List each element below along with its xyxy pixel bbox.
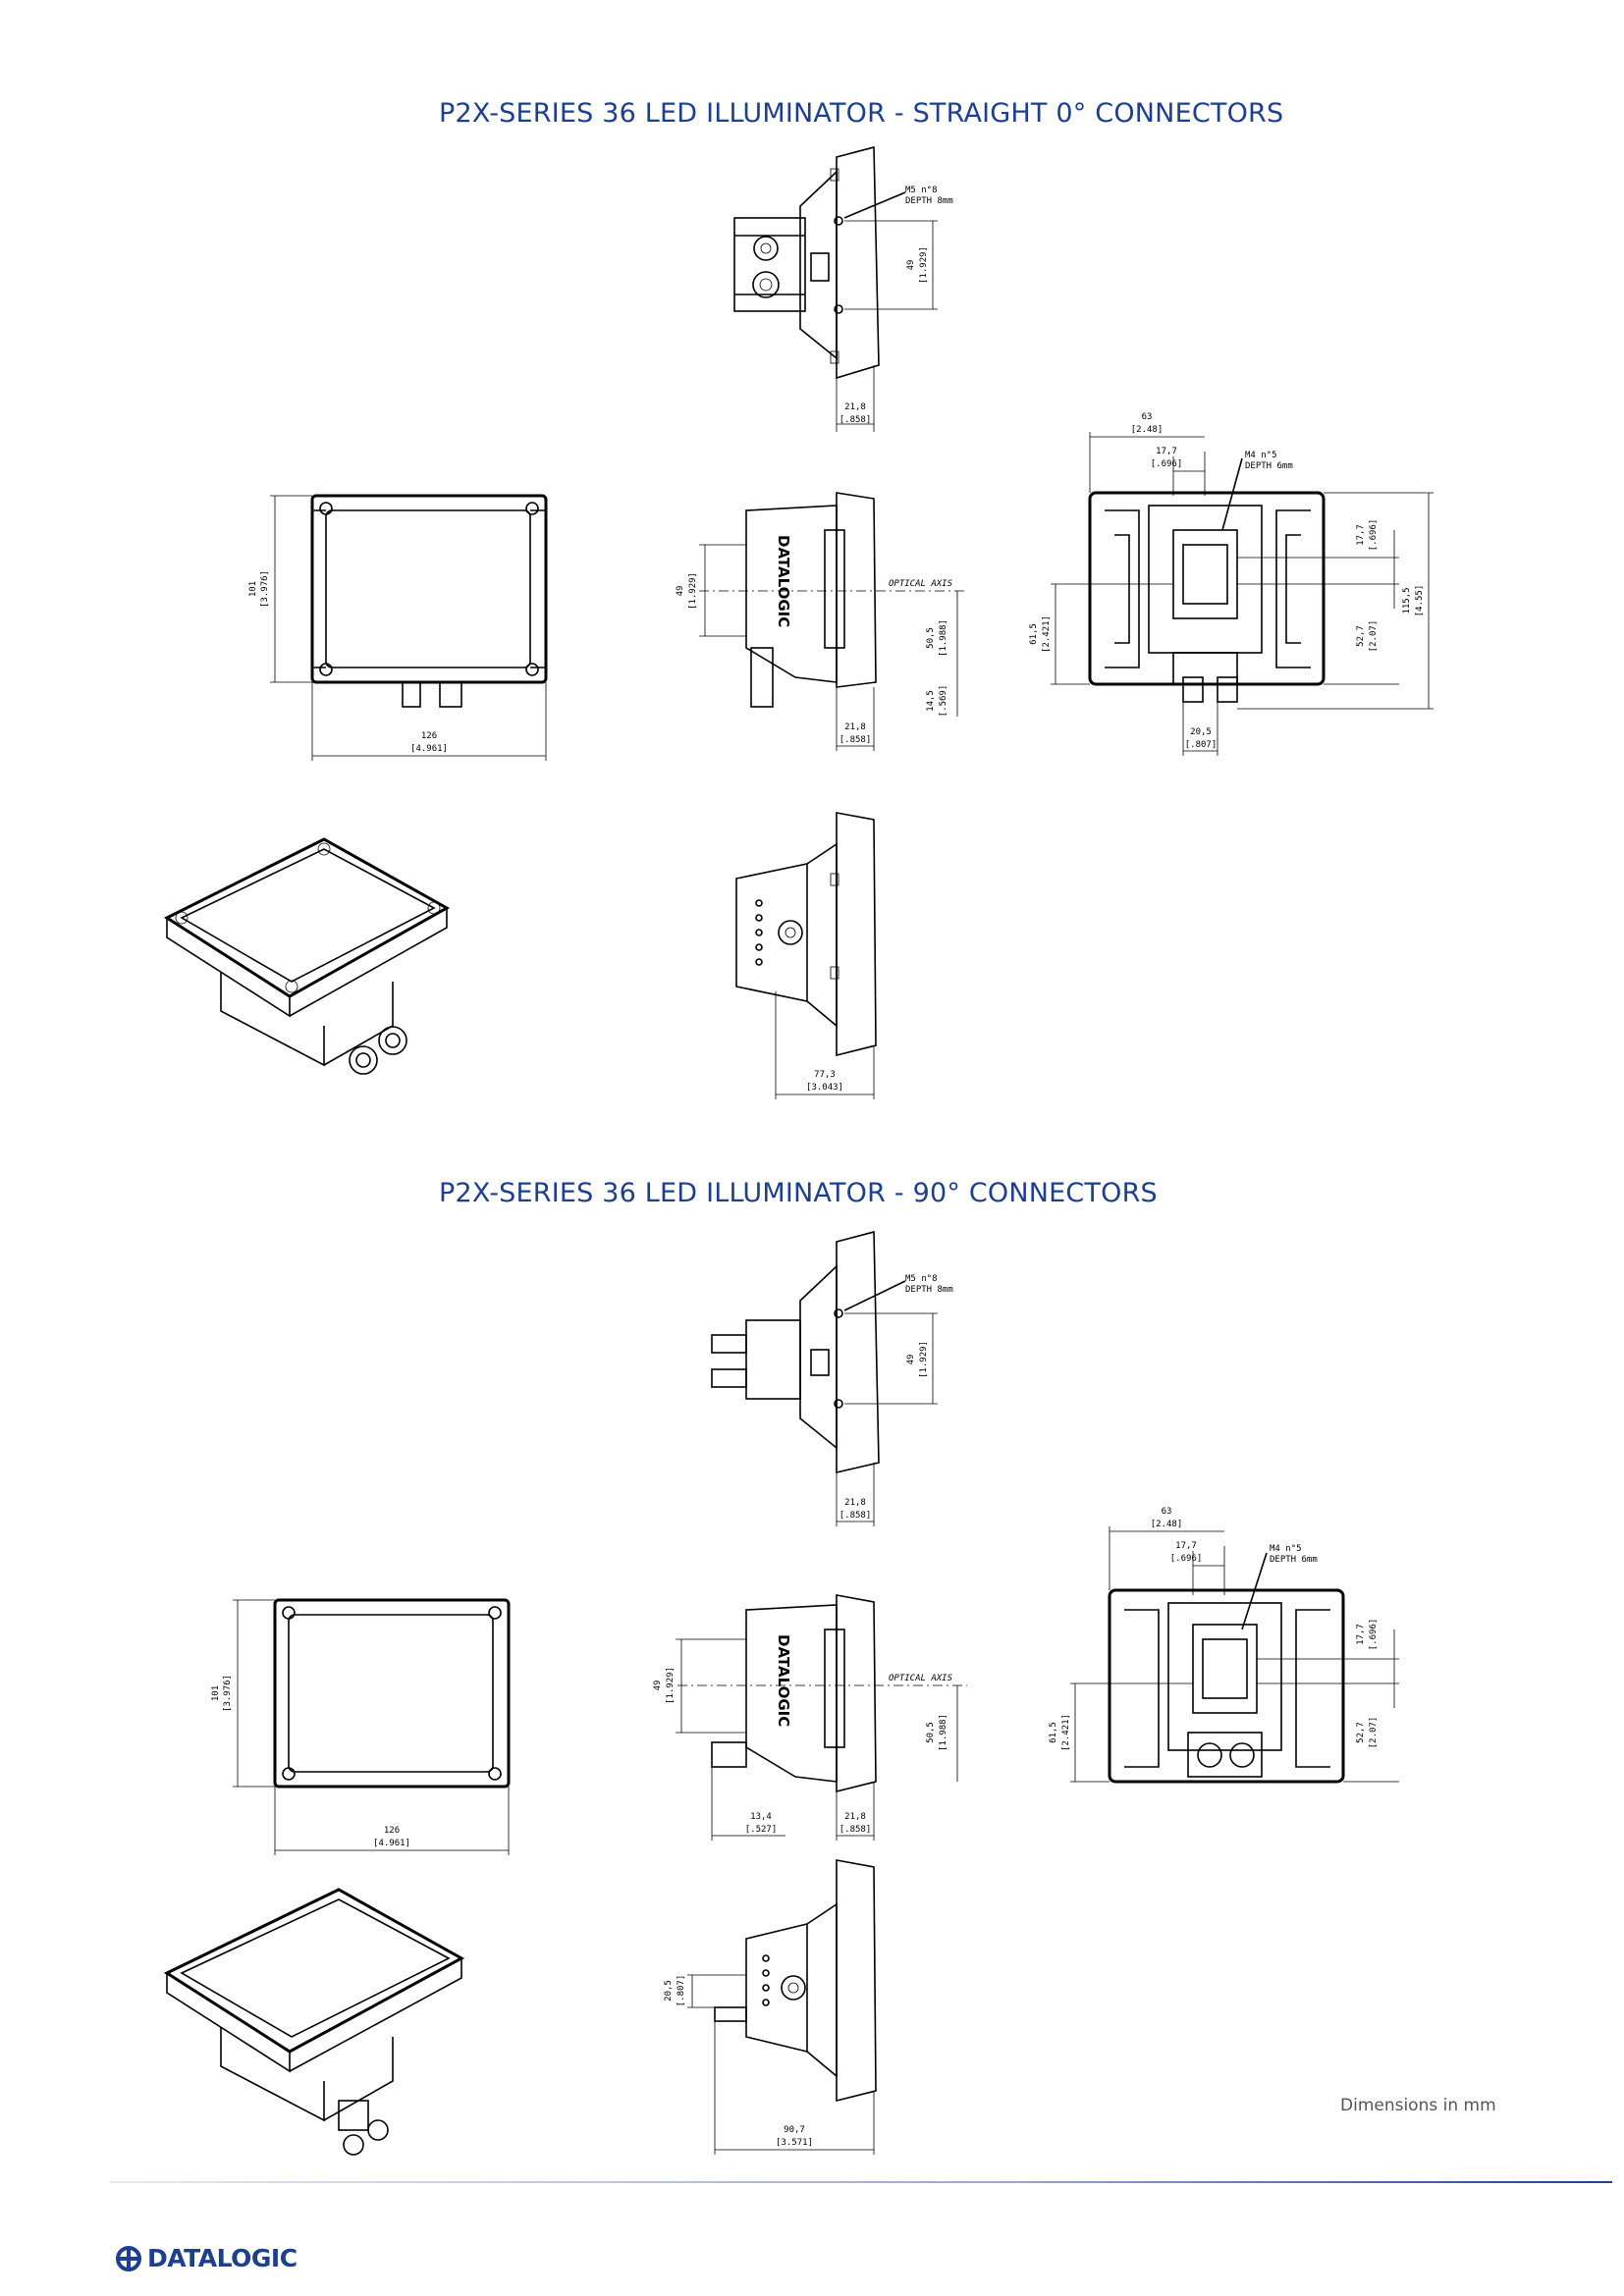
note-m5: M5 n°8 xyxy=(905,186,938,195)
dim-side-w-90: 21,8 xyxy=(844,1812,866,1822)
dim-front-h-in: [3.976] xyxy=(260,570,270,608)
view-top: M5 n°8 DEPTH 8mm 49 [1.929] 21,8 [.858] xyxy=(733,145,953,432)
dim-top-w-in: [.858] xyxy=(839,415,872,425)
view-isometric-90 xyxy=(163,1888,465,2156)
dim-side-h-in: [1.929] xyxy=(688,572,698,610)
side-brand-90: DATALOGIC xyxy=(775,1634,792,1727)
dim-back-w: 63 xyxy=(1142,412,1153,422)
dim-top-h-in-90: [1.929] xyxy=(919,1341,929,1378)
section-title-90: P2X-SERIES 36 LED ILLUMINATOR - 90° CONN… xyxy=(439,1178,1158,1208)
dim-back-bw: 20,5 xyxy=(1190,727,1212,737)
dim-back-w2: 17,7 xyxy=(1156,447,1177,456)
dim-side-h: 49 xyxy=(676,586,685,597)
dim-bottom-w-in: [3.043] xyxy=(806,1083,843,1093)
dim-top-w-in-90: [.858] xyxy=(839,1511,872,1521)
dim-back-w2-90: 17,7 xyxy=(1175,1541,1197,1551)
note-m5-90: M5 n°8 xyxy=(905,1274,938,1284)
dim-side-h2-90: 50,5 xyxy=(926,1722,936,1743)
view-back: 63 [2.48] 17,7 [.696] M4 n°5 DEPTH 6mm 6… xyxy=(1029,412,1434,756)
dim-side-h2: 50,5 xyxy=(926,627,936,649)
dim-back-w-in: [2.48] xyxy=(1131,425,1164,435)
view-side: DATALOGIC OPTICAL AXIS 49 [1.929] 50,5 [… xyxy=(676,492,967,751)
dim-side-w-in-90: [.858] xyxy=(839,1825,872,1835)
dim-back-r3: 115,5 xyxy=(1402,587,1412,614)
dim-back-r2: 52,7 xyxy=(1356,625,1366,647)
dim-top-h: 49 xyxy=(906,260,916,271)
dim-top-h-90: 49 xyxy=(906,1355,916,1365)
dim-bottom-w-in-90: [3.571] xyxy=(776,2138,813,2148)
dim-side-w: 21,8 xyxy=(844,722,866,732)
dim-top-w-90: 21,8 xyxy=(844,1498,866,1508)
footer-divider xyxy=(110,2181,1612,2183)
side-optical-axis-90: OPTICAL AXIS xyxy=(889,1674,953,1683)
view-isometric xyxy=(163,837,451,1075)
dim-front-w-in: [4.961] xyxy=(410,744,448,754)
dim-bottom-w: 77,3 xyxy=(814,1070,836,1080)
footer-logo-text: DATALOGIC xyxy=(147,2244,298,2272)
view-bottom-90: 20,5 [.807] 90,7 [3.571] xyxy=(664,1859,877,2155)
view-front-90: 101 [3.976] 126 [4.961] xyxy=(211,1598,511,1855)
dim-bottom-w-90: 90,7 xyxy=(784,2125,805,2135)
note-m4: M4 n°5 xyxy=(1245,451,1277,460)
dim-back-r1-in: [.696] xyxy=(1369,519,1379,552)
dim-side-w1-in-90: [.527] xyxy=(745,1825,778,1835)
dim-back-r1-in-90: [.696] xyxy=(1369,1619,1379,1651)
dimensions-note: Dimensions in mm xyxy=(1340,2096,1496,2115)
dim-back-w2-in: [.696] xyxy=(1151,459,1183,469)
datalogic-logo-icon xyxy=(116,2245,141,2271)
dim-back-w2-in-90: [.696] xyxy=(1170,1554,1203,1564)
dim-front-h: 101 xyxy=(248,581,258,597)
view-side-90: DATALOGIC OPTICAL AXIS 49 [1.929] 50,5 [… xyxy=(653,1594,967,1841)
dim-back-h1: 61,5 xyxy=(1029,623,1039,645)
dim-side-h2-in-90: [1.988] xyxy=(939,1714,948,1751)
side-optical-axis: OPTICAL AXIS xyxy=(889,579,953,589)
dim-bottom-h-90: 20,5 xyxy=(664,1980,674,2002)
dim-side-w-in: [.858] xyxy=(839,735,872,745)
view-top-90: M5 n°8 DEPTH 8mm 49 [1.929] 21,8 [.858] xyxy=(711,1230,953,1526)
dim-side-w1-90: 13,4 xyxy=(750,1812,772,1822)
dim-back-r3-in: [4.55] xyxy=(1415,585,1425,617)
dim-top-h-in: [1.929] xyxy=(919,246,929,284)
dim-side-h3-in: [.569] xyxy=(939,685,948,718)
dim-back-w-90: 63 xyxy=(1162,1507,1172,1517)
dim-top-w: 21,8 xyxy=(844,402,866,412)
view-back-90: 63 [2.48] 17,7 [.696] M4 n°5 DEPTH 6mm 6… xyxy=(1049,1507,1399,1784)
note-depth6-90: DEPTH 6mm xyxy=(1270,1555,1318,1565)
dim-back-w-in-90: [2.48] xyxy=(1151,1520,1183,1529)
note-depth8: DEPTH 8mm xyxy=(905,196,953,206)
dim-back-r1: 17,7 xyxy=(1356,524,1366,546)
dim-back-r2-in-90: [2.07] xyxy=(1369,1717,1379,1749)
dim-back-r2-in: [2.07] xyxy=(1369,620,1379,653)
dim-side-h-90: 49 xyxy=(653,1681,663,1691)
view-bottom: 77,3 [3.043] xyxy=(735,812,877,1099)
view-front: 101 [3.976] 126 [4.961] xyxy=(248,494,548,761)
side-brand: DATALOGIC xyxy=(775,535,792,627)
dim-side-h3: 14,5 xyxy=(926,690,936,712)
dim-bottom-h-in-90: [.807] xyxy=(677,1975,686,2007)
note-depth6: DEPTH 6mm xyxy=(1245,461,1293,471)
dim-front-w: 126 xyxy=(421,731,437,741)
section-title-straight: P2X-SERIES 36 LED ILLUMINATOR - STRAIGHT… xyxy=(439,98,1284,129)
note-depth8-90: DEPTH 8mm xyxy=(905,1285,953,1295)
drawing-straight-connectors: M5 n°8 DEPTH 8mm 49 [1.929] 21,8 [.858] … xyxy=(163,145,1434,1099)
dim-front-w-90: 126 xyxy=(384,1826,400,1836)
dim-back-h1-90: 61,5 xyxy=(1049,1722,1058,1743)
dim-back-r1-90: 17,7 xyxy=(1356,1624,1366,1645)
dim-back-bw-in: [.807] xyxy=(1185,740,1218,750)
footer-logo: DATALOGIC xyxy=(116,2244,298,2272)
dim-back-h1-in-90: [2.421] xyxy=(1061,1714,1071,1751)
dim-front-h-in-90: [3.976] xyxy=(223,1675,233,1712)
dim-front-h-90: 101 xyxy=(211,1685,221,1701)
drawing-90-connectors: M5 n°8 DEPTH 8mm 49 [1.929] 21,8 [.858] … xyxy=(163,1230,1399,2156)
dim-front-w-in-90: [4.961] xyxy=(373,1839,410,1848)
dim-side-h2-in: [1.988] xyxy=(939,619,948,657)
dim-side-h-in-90: [1.929] xyxy=(666,1667,676,1704)
dim-back-h1-in: [2.421] xyxy=(1042,615,1052,653)
note-m4-90: M4 n°5 xyxy=(1270,1544,1302,1554)
dim-back-r2-90: 52,7 xyxy=(1356,1722,1366,1743)
